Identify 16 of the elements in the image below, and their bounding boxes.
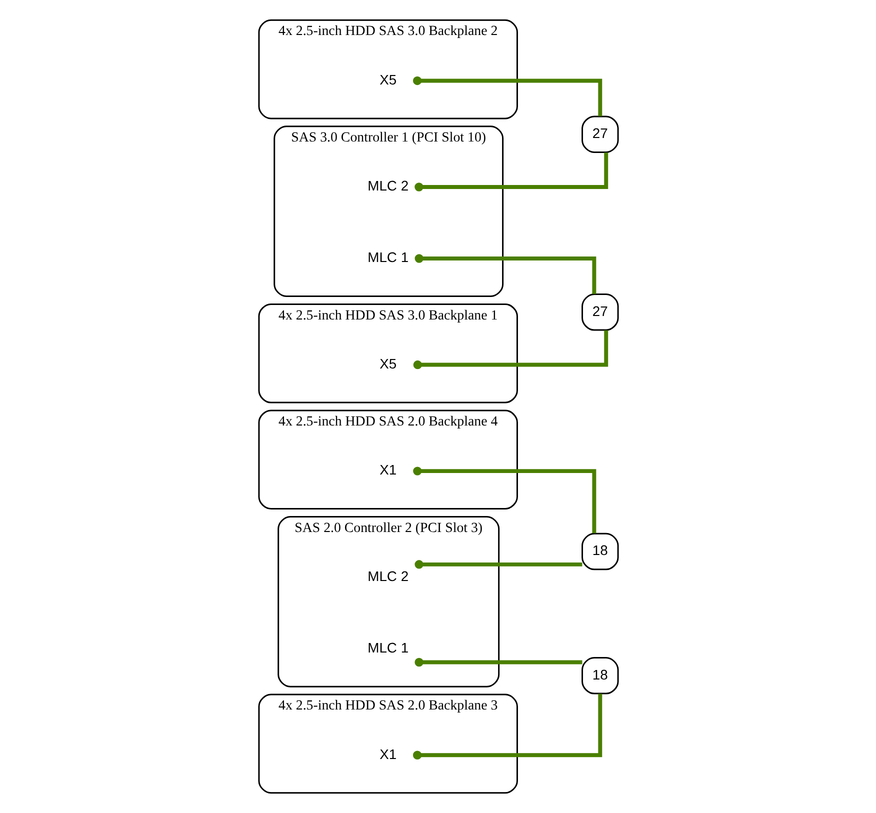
connector: [412, 76, 602, 116]
connector: [412, 694, 602, 760]
node-text: MLC 2: [367, 568, 408, 584]
node-text: MLC 2: [367, 178, 408, 194]
node-text: X1: [379, 746, 396, 762]
node-text: X1: [379, 462, 396, 478]
node-text: X5: [379, 71, 396, 88]
node-text: MLC 1: [367, 249, 408, 266]
connector: [412, 466, 596, 534]
connector: [414, 152, 608, 192]
connector: [414, 560, 582, 569]
node-text: X5: [379, 355, 396, 372]
connector: [414, 254, 596, 294]
connector: [414, 658, 582, 667]
connector: [412, 330, 608, 370]
node-text: MLC 1: [367, 640, 408, 656]
